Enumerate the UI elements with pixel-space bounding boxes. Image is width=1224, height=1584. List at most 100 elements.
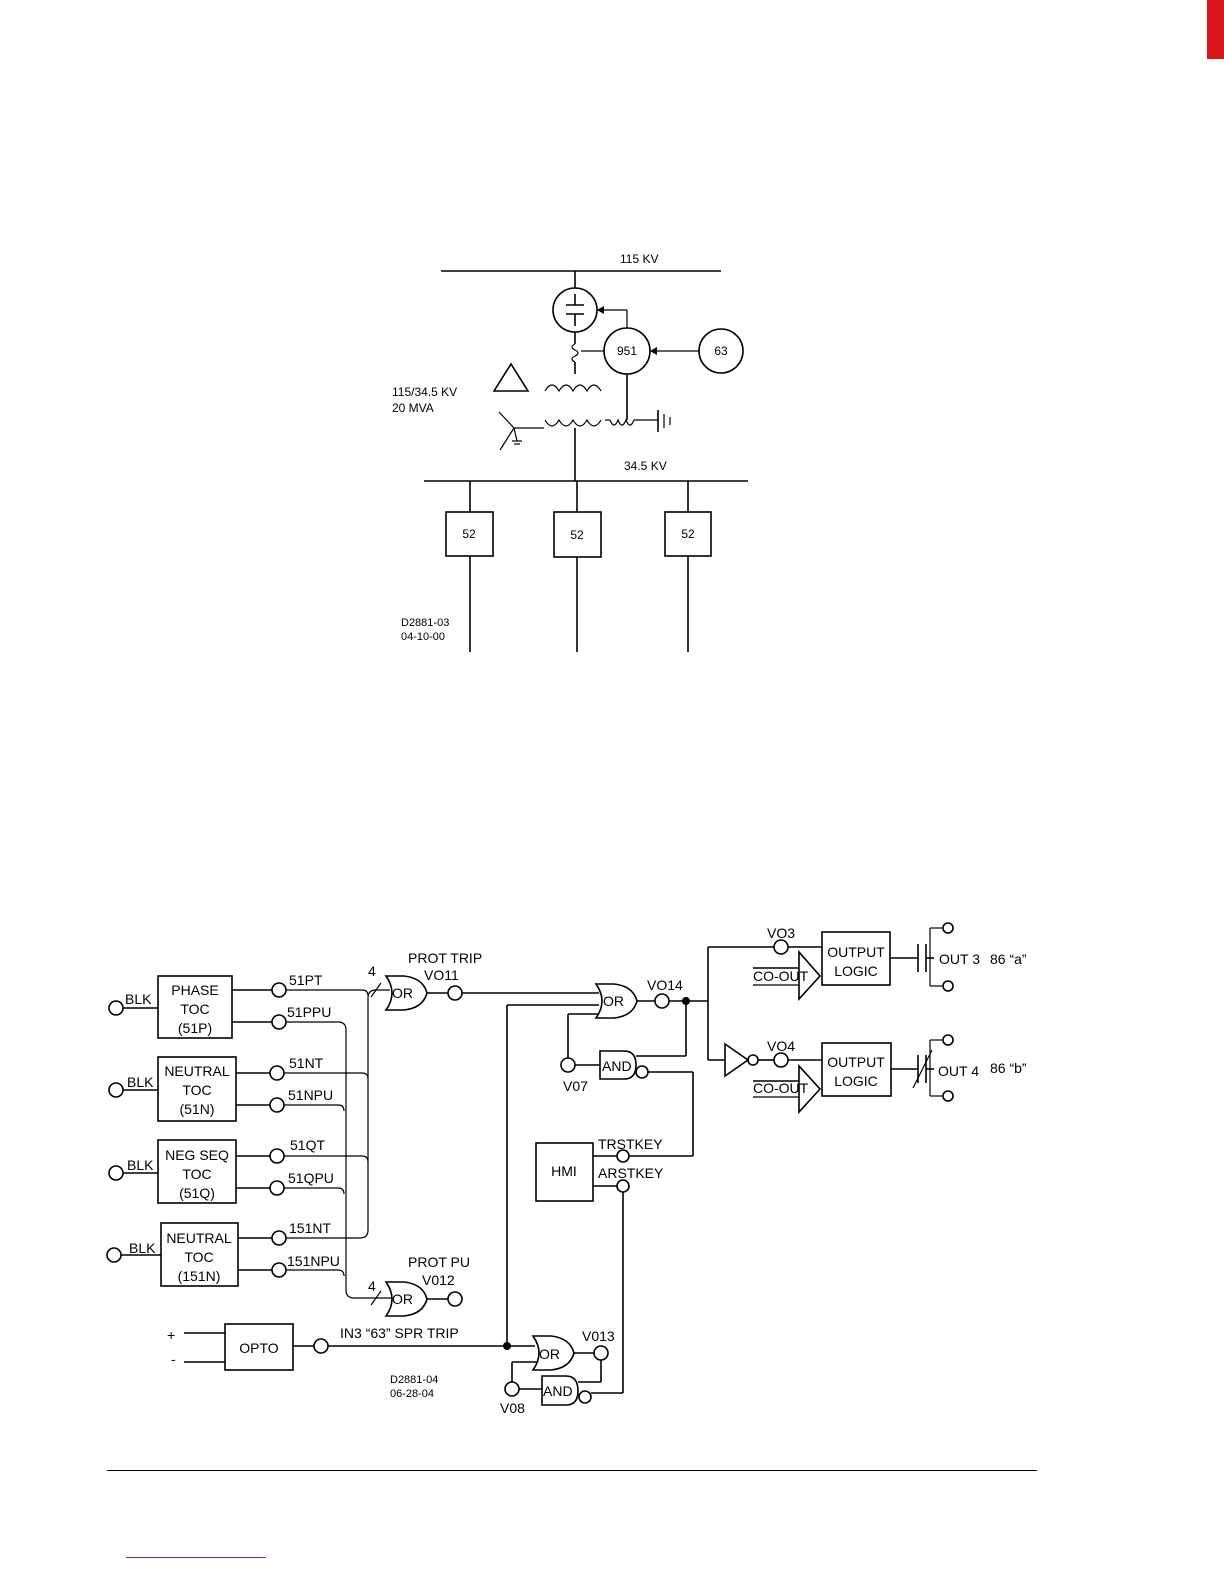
- page-edge-tab: [1207, 0, 1224, 59]
- element-name: TOC: [180, 1001, 209, 1017]
- element-phase-toc: BLK PHASE TOC (51P) 51PT 51PPU: [108, 972, 331, 1039]
- pu-label: 51PPU: [287, 1004, 331, 1020]
- and-gate-vo7: AND: [599, 1001, 694, 1157]
- delta-winding-symbol: [492, 362, 530, 392]
- prot-pu-label: PROT PU: [408, 1254, 470, 1270]
- or-gate-label: OR: [392, 1291, 413, 1307]
- element-name: (51N): [179, 1101, 214, 1117]
- vo8-label: V08: [500, 1400, 525, 1416]
- element-name: NEUTRAL: [164, 1063, 230, 1079]
- out3-desc: 86 “a”: [990, 951, 1027, 967]
- element-neutral-toc: BLK NEUTRAL TOC (51N) 51NT 51NPU: [108, 1055, 333, 1122]
- element-name: TOC: [182, 1082, 211, 1098]
- transformer-rating: 115/34.5 KV: [392, 385, 457, 399]
- hmi-label: HMI: [551, 1163, 577, 1179]
- logic-drawing-id: D2881-04: [390, 1374, 438, 1386]
- pu-label: 51QPU: [288, 1170, 334, 1186]
- out3-label: OUT 3: [939, 951, 980, 967]
- relay-951-label: 951: [617, 344, 637, 358]
- vo13-label: V013: [582, 1328, 615, 1344]
- transformer-primary-winding: [544, 384, 602, 393]
- feeder-1: 52: [445, 481, 494, 652]
- bus-width-label: 4: [368, 1278, 376, 1294]
- element-neg-seq-toc: BLK NEG SEQ TOC (51Q) 51QT 51QPU: [108, 1137, 334, 1204]
- feeder-3: 52: [664, 481, 712, 652]
- transformer-secondary-winding: [544, 418, 602, 427]
- out4-desc: 86 “b”: [990, 1060, 1027, 1076]
- output-logic-label: OUTPUT: [827, 1054, 885, 1070]
- output-3-branch: VO3 CO-OUT OUTPUT LOGIC OUT 3 86 “a”: [708, 922, 1027, 1002]
- breaker-52-2: [553, 511, 602, 558]
- or-gate-prot-trip: OR PROT TRIP VO11: [384, 950, 599, 1011]
- trip-label: 151NT: [289, 1220, 331, 1236]
- arstkey-label: ARSTKEY: [598, 1165, 664, 1181]
- feeder-2: 52: [553, 481, 602, 652]
- element-name: NEUTRAL: [166, 1230, 232, 1246]
- or-gate-prot-pu: OR PROT PU V012: [384, 1254, 470, 1317]
- blk-label: BLK: [127, 1074, 154, 1090]
- opto-label: OPTO: [239, 1340, 279, 1356]
- output-logic-label: LOGIC: [834, 963, 878, 979]
- element-name: NEG SEQ: [165, 1147, 229, 1163]
- element-name: TOC: [182, 1166, 211, 1182]
- vo12-label: V012: [422, 1272, 455, 1288]
- element-name: (51Q): [179, 1185, 215, 1201]
- output-logic-label: OUTPUT: [827, 944, 885, 960]
- trip-label: 51QT: [290, 1137, 325, 1153]
- vo11-label: VO11: [424, 967, 459, 983]
- breaker-label: 52: [570, 528, 584, 542]
- logic-diagram: BLK PHASE TOC (51P) 51PT 51PPU BLK NEUTR…: [106, 922, 1027, 1416]
- element-name: PHASE: [171, 982, 218, 998]
- bus-width-label: 4: [368, 963, 376, 979]
- output-logic-label: LOGIC: [834, 1073, 878, 1089]
- drawing-date: 04-10-00: [401, 631, 445, 643]
- blk-label: BLK: [129, 1240, 156, 1256]
- or-gate-vo13: OR V013 V08: [500, 1328, 615, 1416]
- element-name: (51P): [178, 1020, 212, 1036]
- opto-minus: -: [171, 1351, 176, 1367]
- trip-label: 51NT: [289, 1055, 324, 1071]
- co-out-label: CO-OUT: [753, 1080, 809, 1096]
- output-4-branch: VO4 CO-OUT OUTPUT LOGIC OUT 4 86 “b”: [708, 1034, 1027, 1115]
- footer-rule: [107, 1470, 1037, 1471]
- drawing-id: D2881-03: [401, 617, 449, 629]
- breaker-52-3: [664, 511, 712, 557]
- out4-label: OUT 4: [938, 1063, 979, 1079]
- or-gate-label: OR: [603, 993, 624, 1009]
- trip-bus: 4: [284, 963, 390, 1239]
- and-gate-vo8: AND: [541, 1360, 602, 1406]
- element-name: (151N): [178, 1268, 221, 1284]
- vo7-label: V07: [563, 1078, 588, 1094]
- blk-label: BLK: [125, 991, 152, 1007]
- pu-label: 51NPU: [288, 1087, 333, 1103]
- ct-coil: [571, 343, 579, 363]
- transformer-mva: 20 MVA: [392, 401, 434, 415]
- element-name: TOC: [184, 1249, 213, 1265]
- or-gate-label: OR: [539, 1346, 560, 1362]
- hmi-block: HMI TRSTKEY ARSTKEY: [535, 1136, 664, 1394]
- blk-label: BLK: [127, 1157, 154, 1173]
- breaker-label: 52: [462, 527, 476, 541]
- pu-label: 151NPU: [287, 1253, 340, 1269]
- or-gate-label: OR: [392, 985, 413, 1001]
- device-63-label: 63: [714, 344, 728, 358]
- and-gate-label: AND: [543, 1383, 573, 1399]
- neutral-ct-coil: [609, 418, 635, 426]
- and-gate-label: AND: [602, 1058, 632, 1074]
- single-line-diagram: 115 KV 951 63 115/34.5 KV 20 MVA 3: [392, 252, 748, 652]
- trip-label: 51PT: [289, 972, 323, 988]
- breaker-label: 52: [681, 527, 695, 541]
- footer-link-underline: [126, 1557, 266, 1558]
- in3-label: IN3 “63” SPR TRIP: [340, 1325, 459, 1341]
- logic-drawing-date: 06-28-04: [390, 1388, 434, 1400]
- opto-plus: +: [167, 1327, 175, 1343]
- vo4-label: VO4: [767, 1038, 795, 1054]
- element-neutral-toc-151n: BLK NEUTRAL TOC (151N) 151NT 151NPU: [106, 1220, 340, 1287]
- vo3-label: VO3: [767, 925, 795, 941]
- trstkey-label: TRSTKEY: [598, 1136, 663, 1152]
- opto-input: + - OPTO IN3 “63” SPR TRIP: [167, 1323, 535, 1371]
- bus-34kv-label: 34.5 KV: [624, 459, 667, 473]
- pickup-bus: 4: [284, 1021, 392, 1306]
- prot-trip-label: PROT TRIP: [408, 950, 482, 966]
- vo14-label: VO14: [647, 977, 683, 993]
